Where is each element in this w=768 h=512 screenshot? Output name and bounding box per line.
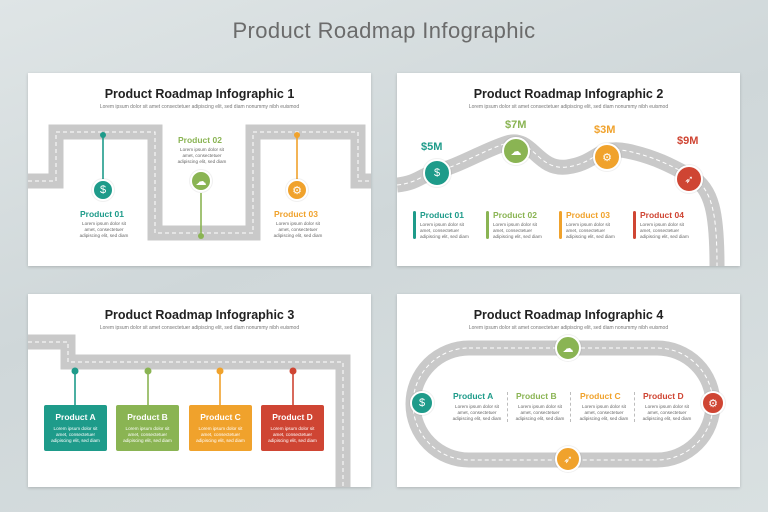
product-label: Product 02 [178,135,222,145]
money-bag-icon: $ [92,179,114,201]
product-card: Product C Lorem ipsum dolor sit amet, co… [189,405,252,451]
slide-4: Product Roadmap Infographic 4 Lorem ipsu… [397,294,740,487]
slide-4-title: Product Roadmap Infographic 4 [473,308,664,322]
cloud-icon: ☁ [190,170,212,192]
product-label: Product 03 [566,210,610,220]
slide-1-title: Product Roadmap Infographic 1 [104,87,295,101]
slide-2-title: Product Roadmap Infographic 2 [473,87,664,101]
product-label: Product A [55,412,96,422]
amount-label: $3M [594,124,616,136]
product-label: Product D [643,391,684,401]
product-label: Product D [272,412,313,422]
cloud-icon: ☁ [555,335,581,361]
product-desc: Lorem ipsum dolor sit amet, consectetuer… [640,222,689,240]
product-label: Product 04 [640,210,684,220]
divider [634,392,635,422]
rocket-icon: ➶ [555,446,581,472]
gear-icon: ⚙ [701,391,725,415]
gear-icon: ⚙ [593,143,621,171]
money-bag-icon: $ [423,159,451,187]
product-card: Product B Lorem ipsum dolor sit amet, co… [116,405,179,451]
money-bag-icon: $ [410,391,434,415]
accent-bar [413,211,416,239]
product-desc: Lorem ipsum dolor sit amet, consectetuer… [493,222,542,240]
accent-bar [486,211,489,239]
product-desc: Lorem ipsum dolor sit amet, consectetuer… [268,426,317,444]
gear-icon: ⚙ [286,179,308,201]
product-label: Product C [200,412,241,422]
accent-bar [633,211,636,239]
cloud-icon: ☁ [502,137,530,165]
product-desc: Lorem ipsum dolor sit amet, consectetuer… [273,221,323,239]
product-label: Product 02 [493,210,537,220]
product-desc: Lorem ipsum dolor sit amet, consectetuer… [452,404,502,422]
product-label: Product C [580,391,621,401]
road-path [28,334,351,487]
product-desc: Lorem ipsum dolor sit amet, consectetuer… [420,222,469,240]
road-path [28,124,371,241]
divider [507,392,508,422]
product-card: Product D Lorem ipsum dolor sit amet, co… [261,405,324,451]
page-title: Product Roadmap Infographic [232,18,536,43]
product-desc: Lorem ipsum dolor sit amet, consectetuer… [642,404,692,422]
product-label: Product B [127,412,168,422]
product-label: Product B [516,391,557,401]
product-desc: Lorem ipsum dolor sit amet, consectetuer… [177,147,227,165]
product-label: Product A [453,391,494,401]
slide-4-subtitle: Lorem ipsum dolor sit amet consectetuer … [468,325,669,331]
slide-3-title: Product Roadmap Infographic 3 [104,308,295,322]
rocket-icon: ➶ [675,165,703,193]
slide-2: Product Roadmap Infographic 2 Lorem ipsu… [397,73,740,266]
slide-1-subtitle: Lorem ipsum dolor sit amet consectetuer … [99,104,300,110]
slide-1: Product Roadmap Infographic 1 Lorem ipsu… [28,73,371,266]
product-card: Product A Lorem ipsum dolor sit amet, co… [44,405,107,451]
amount-label: $7M [505,119,527,131]
accent-bar [559,211,562,239]
product-desc: Lorem ipsum dolor sit amet, consectetuer… [79,221,129,239]
product-desc: Lorem ipsum dolor sit amet, consectetuer… [515,404,565,422]
divider [570,392,571,422]
amount-label: $5M [421,141,443,153]
slide-3: Product Roadmap Infographic 3 Lorem ipsu… [28,294,371,487]
product-desc: Lorem ipsum dolor sit amet, consectetuer… [566,222,615,240]
slide-2-subtitle: Lorem ipsum dolor sit amet consectetuer … [468,104,669,110]
product-desc: Lorem ipsum dolor sit amet, consectetuer… [123,426,172,444]
product-label: Product 01 [80,209,124,219]
product-desc: Lorem ipsum dolor sit amet, consectetuer… [51,426,100,444]
slide-3-subtitle: Lorem ipsum dolor sit amet consectetuer … [99,325,300,331]
product-desc: Lorem ipsum dolor sit amet, consectetuer… [579,404,629,422]
product-desc: Lorem ipsum dolor sit amet, consectetuer… [196,426,245,444]
product-label: Product 03 [274,209,318,219]
amount-label: $9M [677,135,699,147]
product-label: Product 01 [420,210,464,220]
